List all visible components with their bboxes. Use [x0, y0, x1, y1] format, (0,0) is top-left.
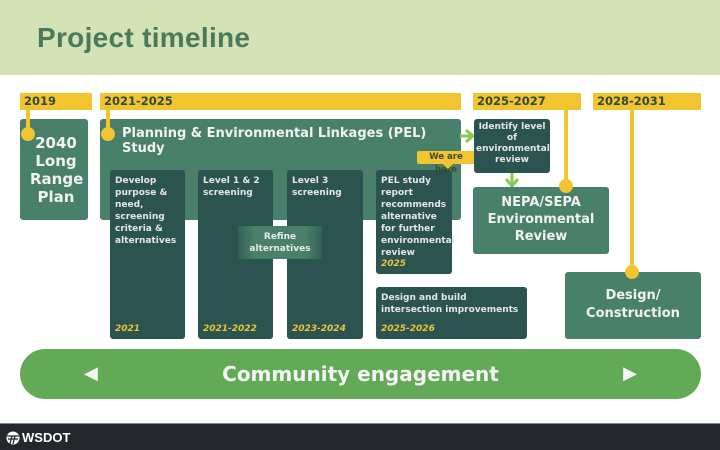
step-year: 2021-2022: [203, 324, 257, 334]
wsdot-logo: WSDOT: [6, 430, 70, 445]
we-are-here-badge: We are here: [417, 151, 475, 175]
step-text: PEL study report recommends alternative …: [381, 176, 455, 258]
step-text: Level 3 screening: [292, 176, 342, 198]
identify-review-box: Identify level of environmental review: [474, 119, 550, 173]
refine-alternatives-label: Refine alternatives: [238, 226, 322, 259]
triangle-left-icon: ◀: [84, 363, 98, 384]
timeline-dot: [559, 179, 573, 193]
page-title: Project timeline: [37, 22, 251, 53]
wsdot-emblem-icon: [6, 431, 20, 444]
connector-line: [26, 108, 30, 132]
step-design-build-intersection: Design and build intersection improvemen…: [376, 287, 527, 339]
step-text: Level 1 & 2 screening: [203, 176, 260, 198]
step-text: Design and build intersection improvemen…: [381, 293, 519, 315]
year-bar-2019: 2019: [20, 93, 92, 110]
wsdot-logo-text: WSDOT: [22, 430, 71, 445]
connector-line: [630, 108, 634, 268]
connector-line: [564, 108, 568, 184]
step-year: 2025: [381, 259, 407, 269]
refine-text: Refine alternatives: [249, 232, 311, 254]
timeline-dot: [101, 127, 115, 141]
long-range-plan-label: 2040 Long Range Plan: [30, 134, 84, 206]
community-engagement-bar: ◀ Community engagement ▶: [20, 349, 701, 399]
nepa-sepa-box: NEPA/SEPA Environmental Review: [473, 187, 609, 254]
timeline-dot: [625, 265, 639, 279]
step-text: Develop purpose & need, screening criter…: [115, 176, 177, 246]
year-bar-2028-2031: 2028-2031: [593, 93, 701, 110]
step-level-1-2-screening: Level 1 & 2 screening 2021-2022: [198, 170, 273, 339]
timeline-dot: [21, 127, 35, 141]
step-develop-purpose: Develop purpose & need, screening criter…: [110, 170, 185, 339]
arrow-right-icon: [460, 128, 476, 144]
year-bar-2025-2027: 2025-2027: [473, 93, 581, 110]
step-pel-report: PEL study report recommends alternative …: [376, 170, 455, 274]
design-construction-label: Design/ Construction: [586, 288, 680, 321]
header-banner: Project timeline: [0, 0, 720, 75]
nepa-sepa-label: NEPA/SEPA Environmental Review: [487, 195, 595, 244]
design-construction-box: Design/ Construction: [565, 272, 701, 339]
identify-review-label: Identify level of environmental review: [476, 122, 550, 165]
footer: WSDOT: [0, 423, 720, 450]
step-year: 2023-2024: [292, 324, 346, 334]
long-range-plan-box: 2040 Long Range Plan: [20, 119, 88, 220]
triangle-right-icon: ▶: [623, 363, 637, 384]
step-year: 2025-2026: [381, 324, 435, 334]
step-year: 2021: [115, 324, 141, 334]
connector-line: [106, 108, 110, 132]
community-engagement-label: Community engagement: [222, 362, 499, 386]
year-bar-2021-2025: 2021-2025: [100, 93, 461, 110]
arrow-down-icon: [504, 173, 520, 189]
we-are-here-pointer: [443, 164, 453, 169]
pel-study-label: Planning & Environmental Linkages (PEL) …: [122, 126, 427, 156]
